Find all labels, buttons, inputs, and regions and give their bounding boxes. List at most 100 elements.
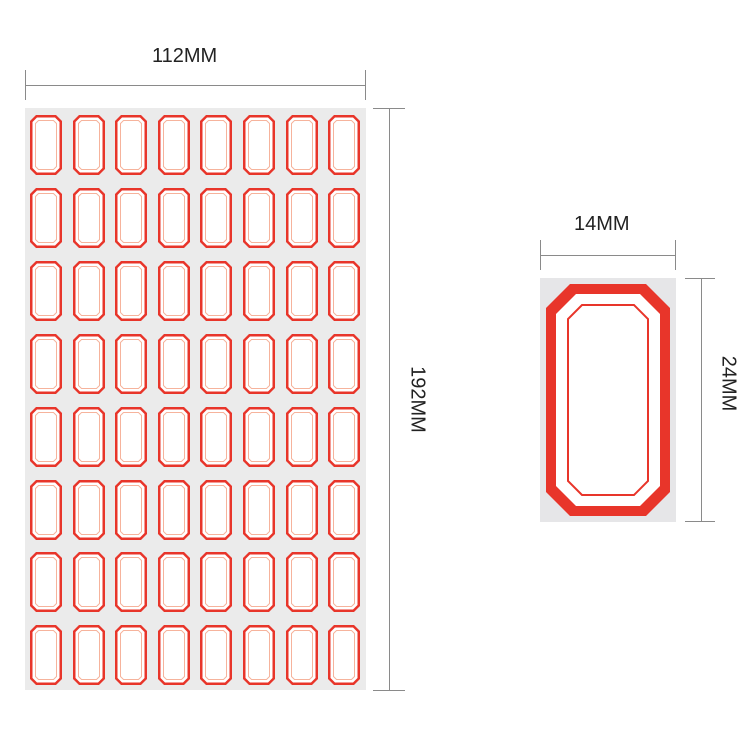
- sheet-label: [242, 187, 276, 249]
- label-shape: [243, 552, 275, 613]
- sheet-label: [327, 551, 361, 613]
- sheet-label: [157, 260, 191, 322]
- label-shape: [328, 115, 361, 175]
- label-shape: [157, 625, 190, 686]
- sheet-label: [199, 479, 233, 541]
- sheet-label: [199, 333, 233, 395]
- label-shape: [285, 406, 318, 467]
- sheet-label: [29, 479, 63, 541]
- label-shape: [115, 333, 148, 394]
- label-shape: [115, 552, 148, 613]
- sheet-label: [72, 260, 106, 322]
- sheet-label: [29, 624, 63, 686]
- sheet-label: [29, 333, 63, 395]
- sheet-label: [114, 406, 148, 468]
- sheet-label: [114, 479, 148, 541]
- label-shape: [115, 625, 148, 686]
- label-shape: [200, 625, 233, 686]
- sheet-label: [242, 114, 276, 176]
- sheet-label: [114, 187, 148, 249]
- label-shape: [72, 552, 105, 613]
- sheet-label: [242, 333, 276, 395]
- sheet-label: [72, 333, 106, 395]
- sheet-label: [29, 114, 63, 176]
- label-shape: [200, 187, 233, 248]
- sheet-label: [285, 479, 319, 541]
- label-shape: [328, 406, 361, 467]
- sheet-label: [72, 114, 106, 176]
- label-shape: [243, 625, 275, 686]
- sheet-width-tick-left: [25, 70, 26, 100]
- sheet-label: [72, 406, 106, 468]
- sheet-label: [114, 551, 148, 613]
- label-shape: [157, 406, 190, 467]
- single-label-width-tick-left: [540, 240, 541, 270]
- sheet-label: [157, 114, 191, 176]
- label-shape: [30, 625, 62, 686]
- label-shape: [200, 406, 233, 467]
- sheet-label: [199, 624, 233, 686]
- sheet-label: [114, 260, 148, 322]
- sheet-label: [72, 187, 106, 249]
- sheet-label: [285, 114, 319, 176]
- sheet-label: [285, 624, 319, 686]
- label-shape: [328, 625, 361, 686]
- single-label-height-dimension-line: [701, 278, 702, 522]
- label-shape: [200, 479, 233, 540]
- label-shape: [72, 406, 105, 467]
- label-shape: [157, 115, 190, 175]
- label-shape: [200, 333, 233, 394]
- sheet-label: [285, 551, 319, 613]
- label-shape: [328, 479, 361, 540]
- sheet-label: [157, 479, 191, 541]
- sheet-height-dimension-line: [389, 108, 390, 690]
- single-label-width-dimension-line: [540, 255, 676, 256]
- single-label-height-cap-top: [685, 278, 715, 279]
- sheet-label: [327, 187, 361, 249]
- sheet-height-cap-bottom: [373, 690, 405, 691]
- sheet-label: [29, 187, 63, 249]
- sheet-label: [157, 187, 191, 249]
- sheet-label: [199, 187, 233, 249]
- label-shape: [30, 260, 62, 321]
- sheet-height-cap-top: [373, 108, 405, 109]
- label-shape: [72, 187, 105, 248]
- label-shape: [200, 552, 233, 613]
- label-shape: [243, 479, 275, 540]
- label-shape: [200, 115, 233, 175]
- sheet-label: [72, 479, 106, 541]
- sheet-label: [199, 406, 233, 468]
- sheet-label: [327, 260, 361, 322]
- sheet-label: [285, 260, 319, 322]
- sheet-label: [29, 406, 63, 468]
- label-shape: [30, 479, 62, 540]
- single-label-preview: [540, 278, 676, 522]
- label-shape: [30, 333, 62, 394]
- label-shape: [328, 260, 361, 321]
- sheet-label: [114, 624, 148, 686]
- label-shape: [72, 479, 105, 540]
- label-shape: [30, 187, 62, 248]
- sheet-height-label: 192MM: [406, 366, 429, 433]
- single-label-width-tick-right: [675, 240, 676, 270]
- sheet-label: [242, 551, 276, 613]
- label-shape: [285, 552, 318, 613]
- label-shape: [72, 333, 105, 394]
- label-shape: [115, 260, 148, 321]
- single-label-width-label: 14MM: [574, 213, 630, 235]
- sheet-width-dimension-line: [25, 85, 366, 86]
- sheet-label: [199, 114, 233, 176]
- label-shape: [115, 406, 148, 467]
- label-shape: [72, 260, 105, 321]
- sheet-label: [327, 406, 361, 468]
- sheet-label: [285, 333, 319, 395]
- label-shape: [157, 333, 190, 394]
- label-shape: [115, 479, 148, 540]
- sheet-label: [242, 624, 276, 686]
- label-shape: [243, 406, 275, 467]
- sheet-label: [327, 624, 361, 686]
- sheet-label: [157, 333, 191, 395]
- label-shape: [115, 115, 148, 175]
- label-shape: [328, 333, 361, 394]
- single-label-height-cap-bottom: [685, 521, 715, 522]
